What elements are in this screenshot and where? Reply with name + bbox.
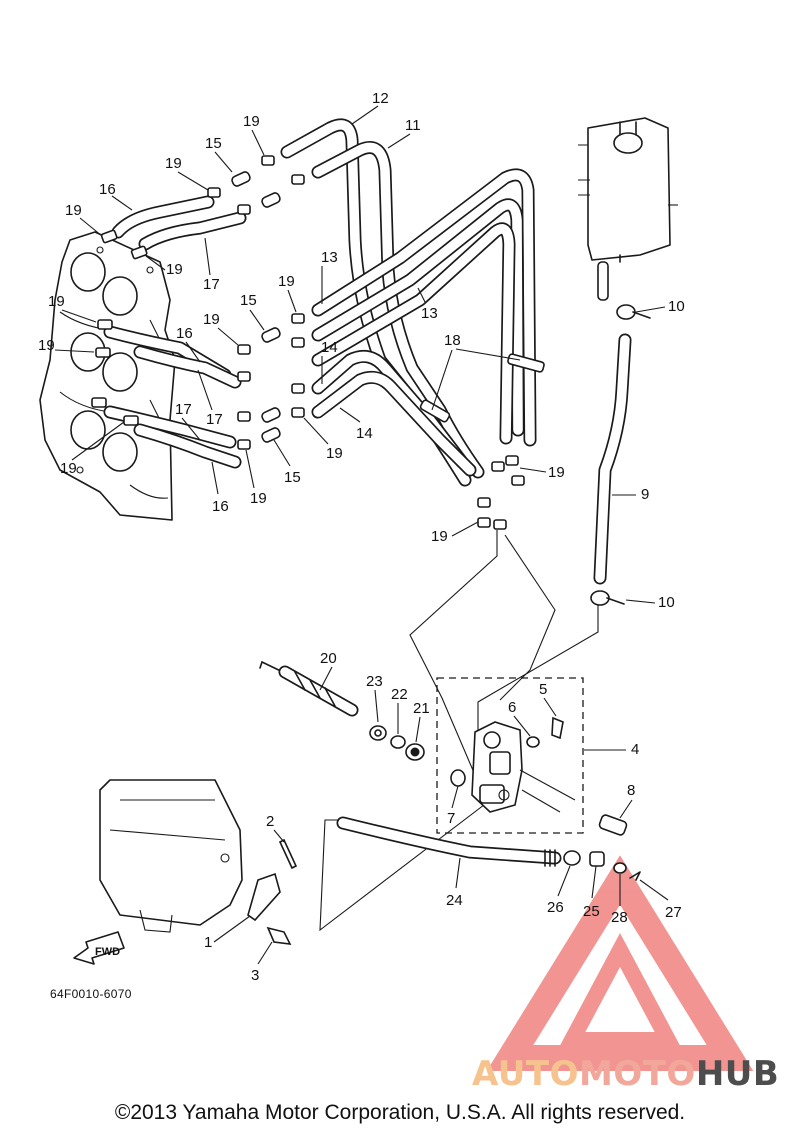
fittings-25-28 [563, 850, 641, 881]
drawing-code: 64F0010-6070 [50, 987, 132, 1001]
callout-19-f: 19 [48, 293, 65, 310]
callout-15-a: 15 [205, 135, 222, 152]
watermark-logo: AUTOMOTOHUB [472, 1054, 779, 1094]
callout-19-m: 19 [431, 528, 448, 545]
oil-tank [578, 117, 678, 301]
drive-shaft-20 [259, 661, 359, 717]
callout-11: 11 [405, 117, 421, 134]
callout-21: 21 [413, 700, 430, 717]
callout-1: 1 [204, 934, 212, 951]
callout-16-c: 16 [212, 498, 229, 515]
callout-7: 7 [447, 810, 455, 827]
callout-25: 25 [583, 903, 600, 920]
small-parts [369, 716, 628, 836]
lower-housing [99, 779, 298, 945]
callout-17-b: 17 [206, 411, 223, 428]
hose-9 [590, 304, 651, 606]
callout-14-b: 14 [356, 425, 373, 442]
callout-16-b: 16 [176, 325, 193, 342]
callout-10-b: 10 [658, 594, 675, 611]
copyright-text: ©2013 Yamaha Motor Corporation, U.S.A. A… [114, 1101, 686, 1124]
callout-19-c: 19 [65, 202, 82, 219]
callout-17-c: 17 [175, 401, 192, 418]
callout-19-g: 19 [203, 311, 220, 328]
callout-13-b: 13 [421, 305, 438, 322]
watermark-part3: HUB [695, 1054, 780, 1094]
callout-6: 6 [508, 699, 516, 716]
callout-2: 2 [266, 813, 274, 830]
hose-16-17-group [103, 195, 247, 469]
callout-16-a: 16 [99, 181, 116, 198]
callout-19-j: 19 [326, 445, 343, 462]
long-hoses [280, 118, 537, 487]
callout-8: 8 [627, 782, 635, 799]
callout-27: 27 [665, 904, 682, 921]
callout-12: 12 [372, 90, 389, 107]
callout-9: 9 [641, 486, 649, 503]
callout-14-a: 14 [321, 339, 338, 356]
callout-17-a: 17 [203, 276, 220, 293]
callout-19-l: 19 [250, 490, 267, 507]
callout-5: 5 [539, 681, 547, 698]
pump-assembly-box [436, 677, 584, 834]
callout-3: 3 [251, 967, 259, 984]
callout-10-a: 10 [668, 298, 685, 315]
callout-19-e: 19 [278, 273, 295, 290]
callout-26: 26 [547, 899, 564, 916]
callout-28: 28 [611, 909, 628, 926]
callout-18: 18 [444, 332, 461, 349]
connection-lines [319, 530, 599, 932]
callout-20: 20 [320, 650, 337, 667]
hose-bands-18 [419, 353, 545, 423]
oil-pump [471, 721, 576, 813]
callout-22: 22 [391, 686, 408, 703]
hose-24 [336, 816, 562, 867]
callout-15-c: 15 [284, 469, 301, 486]
joint-fittings-15 [231, 171, 281, 443]
callout-24: 24 [446, 892, 463, 909]
callout-13-a: 13 [321, 249, 338, 266]
callout-15-b: 15 [240, 292, 257, 309]
hose-clips-left [91, 187, 251, 450]
callout-19-i: 19 [60, 460, 77, 477]
callout-19-b: 19 [165, 155, 182, 172]
callout-19-a: 19 [243, 113, 260, 130]
callout-19-d: 19 [166, 261, 183, 278]
callout-19-k: 19 [548, 464, 565, 481]
fwd-arrow: FWD [73, 931, 125, 965]
cylinder-block [39, 231, 176, 521]
hose-clips-pump [477, 455, 525, 530]
callout-labels: 12 11 19 15 19 16 19 19 17 13 19 13 15 1… [38, 90, 685, 984]
watermark-triangle [486, 855, 754, 1071]
callout-23: 23 [366, 673, 383, 690]
callout-4: 4 [631, 741, 639, 758]
fwd-label: FWD [95, 946, 120, 958]
callout-19-h: 19 [38, 337, 55, 354]
hose-clips-middle [261, 155, 305, 418]
watermark-part2: MOTO [578, 1054, 696, 1094]
watermark-part1: AUTO [472, 1054, 579, 1094]
